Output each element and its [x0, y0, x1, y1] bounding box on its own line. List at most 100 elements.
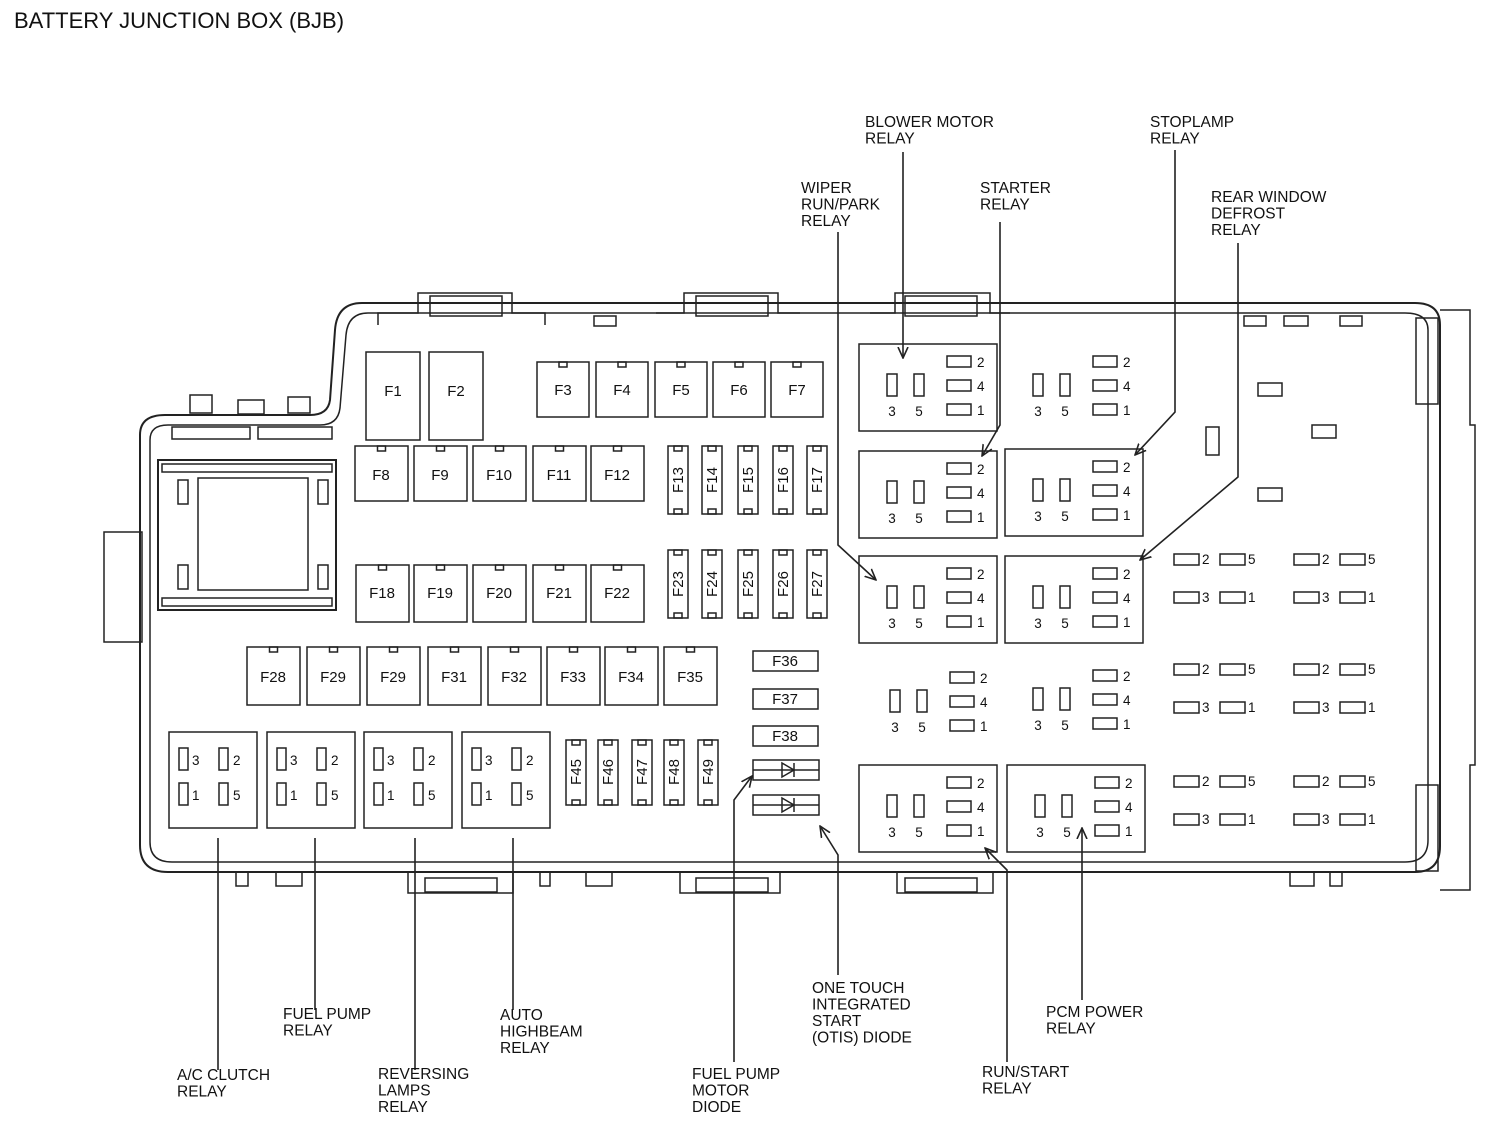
pin-label: 3 [1034, 509, 1042, 524]
pin-label: 2 [980, 671, 988, 686]
fuse-f49: F49 [697, 739, 719, 806]
fuse-f5: F5 [654, 361, 708, 418]
fuse-label: F19 [427, 585, 453, 602]
callout-line: RELAY [283, 1023, 333, 1040]
pin-label: 2 [977, 355, 985, 370]
fuse-label: F11 [547, 467, 572, 484]
fuse-f18: F18 [355, 564, 410, 623]
pin-label: 1 [1248, 590, 1256, 605]
pin-label: 4 [1123, 591, 1131, 606]
callout-line: BLOWER MOTOR [865, 114, 994, 131]
starter-relay-leader [982, 222, 1001, 456]
pin-label: 1 [290, 788, 298, 803]
fuse-label: F5 [672, 382, 690, 399]
callout-line: REVERSING [378, 1066, 469, 1083]
pin-label: 3 [1322, 812, 1330, 827]
fuse-label: F15 [740, 467, 757, 493]
fuse-label: F10 [486, 467, 512, 484]
pin-label: 3 [1034, 718, 1042, 733]
fuse-f8: F8 [354, 445, 409, 502]
pin-label: 2 [1123, 460, 1131, 475]
pin-label: 5 [331, 788, 339, 803]
callout-line: A/C CLUTCH [177, 1067, 270, 1084]
otis-diode-leader [820, 826, 839, 975]
pin-label: 1 [387, 788, 395, 803]
fuse-f45: F45 [565, 739, 587, 806]
pin-label: 1 [192, 788, 200, 803]
callout-line: RELAY [177, 1084, 227, 1101]
pin-label: 4 [977, 379, 985, 394]
pin-label: 1 [1123, 615, 1131, 630]
callout-line: MOTOR [692, 1083, 749, 1100]
fuse-f19: F19 [413, 564, 468, 623]
fuse-f48: F48 [663, 739, 685, 806]
fuse-f6: F6 [712, 361, 766, 418]
pin-label: 4 [1123, 484, 1131, 499]
callout-line: REAR WINDOW [1211, 189, 1327, 206]
fuse-f10: F10 [472, 445, 527, 502]
pin-label: 1 [1123, 403, 1131, 418]
pin-label: 1 [980, 719, 988, 734]
fuse-label: F29 [320, 669, 346, 686]
pin-label: 2 [1322, 774, 1330, 789]
pin-label: 2 [331, 753, 339, 768]
pin-label: 5 [1368, 552, 1376, 567]
pin-label: 2 [1123, 355, 1131, 370]
pin-label: 4 [980, 695, 988, 710]
fuse-label: F46 [600, 759, 617, 785]
pin-label: 1 [1368, 590, 1376, 605]
fuse-f21: F21 [532, 564, 587, 623]
fuse-f47: F47 [631, 739, 653, 806]
fuse-label: F20 [486, 585, 512, 602]
callout-line: RELAY [801, 213, 851, 230]
fuse-label: F29 [380, 669, 406, 686]
pin-label: 5 [1061, 718, 1069, 733]
fuse-label: F17 [809, 467, 826, 493]
fuse-f12: F12 [590, 445, 645, 502]
pin-label: 3 [888, 825, 896, 840]
pin-label: 3 [1202, 590, 1210, 605]
fuse-label: F33 [560, 669, 586, 686]
pin-label: 2 [977, 567, 985, 582]
fuse-label: F9 [431, 467, 449, 484]
pin-label: 4 [1123, 379, 1131, 394]
pin-label: 5 [428, 788, 436, 803]
fuel-pump-motor-diode-leader [733, 776, 752, 1062]
callout-line: (OTIS) DIODE [812, 1030, 912, 1047]
fuse-label: F21 [546, 585, 572, 602]
pin-label: 3 [888, 616, 896, 631]
callout-line: STOPLAMP [1150, 114, 1234, 131]
pin-label: 1 [1368, 700, 1376, 715]
pin-label: 5 [1248, 552, 1256, 567]
fuse-f17: F17 [806, 445, 828, 515]
pin-label: 1 [977, 824, 985, 839]
fuse-f29: F29 [306, 646, 361, 706]
fuse-label: F18 [369, 585, 395, 602]
fuse-f35: F35 [663, 646, 718, 706]
fuse-label: F26 [775, 571, 792, 597]
fuse-f20: F20 [472, 564, 527, 623]
pin-label: 3 [1202, 812, 1210, 827]
fuse-f3: F3 [536, 361, 590, 418]
fuse-label: F28 [260, 669, 286, 686]
pin-label: 4 [977, 800, 985, 815]
fuse-f4: F4 [595, 361, 649, 418]
pin-label: 5 [1368, 774, 1376, 789]
callout-line: AUTO [500, 1007, 543, 1024]
callout-line: RELAY [1211, 222, 1261, 239]
fuse-f22: F22 [590, 564, 645, 623]
